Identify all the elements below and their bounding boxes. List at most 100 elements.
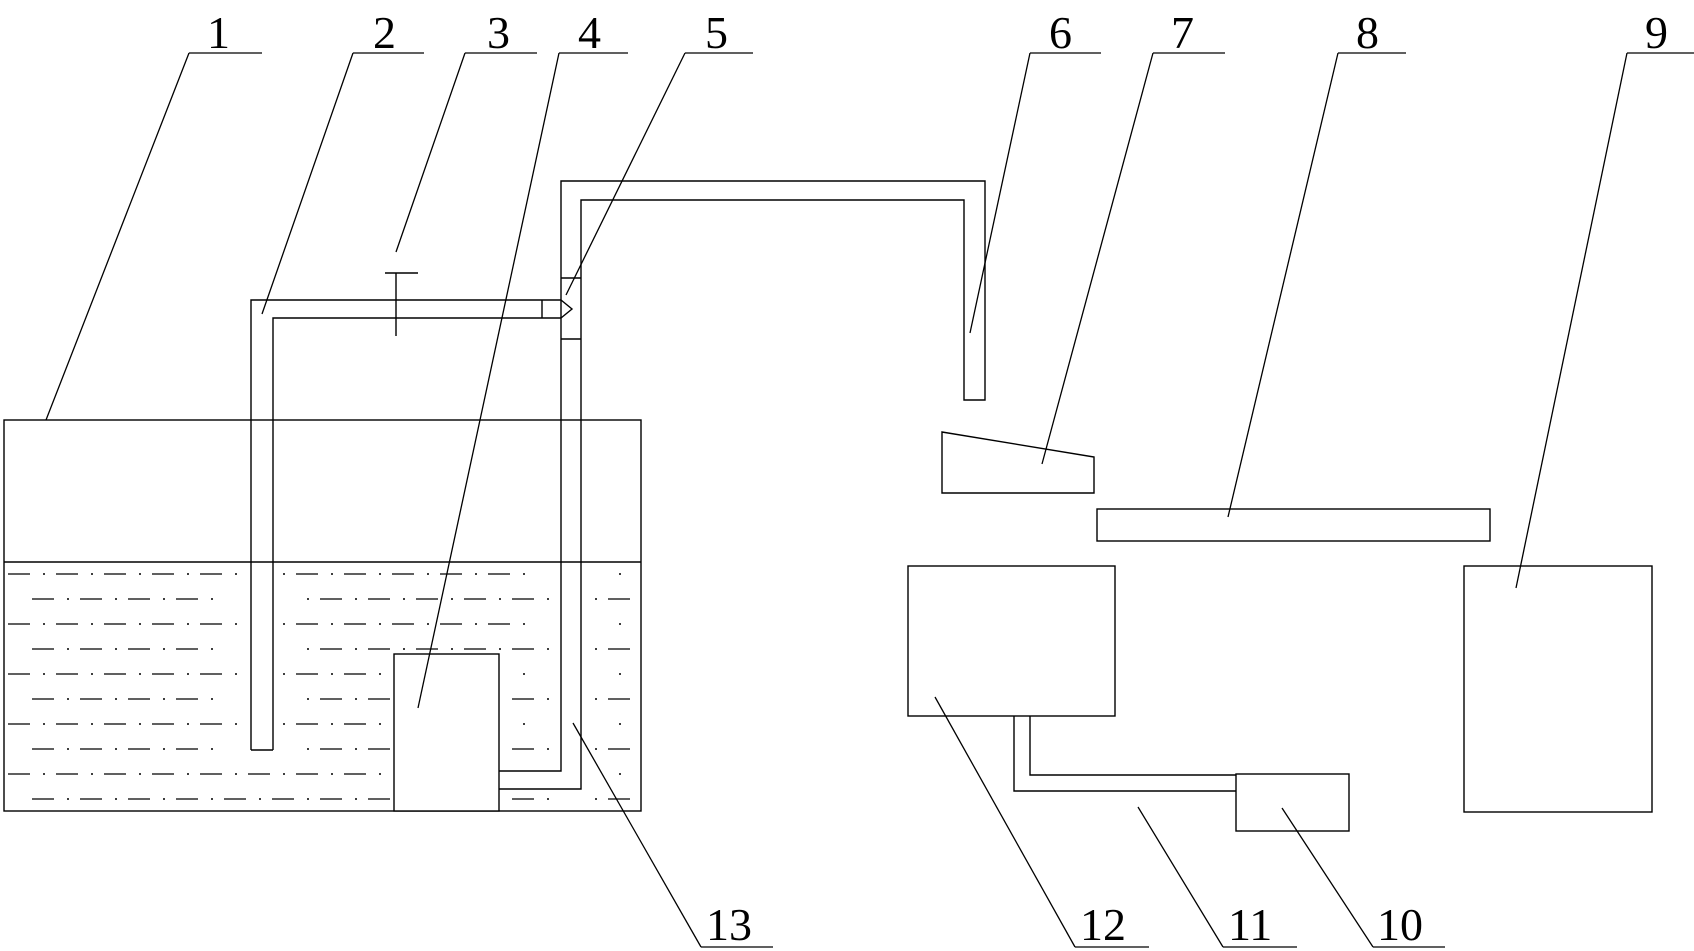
check-valve-arrow	[560, 299, 574, 319]
water-dot	[283, 673, 285, 675]
water-dot	[283, 723, 285, 725]
water-dot	[595, 648, 597, 650]
water-dot	[475, 623, 477, 625]
water-dot	[307, 748, 309, 750]
check-valve	[560, 277, 581, 340]
water-dot	[595, 798, 597, 800]
water-dot	[211, 798, 213, 800]
water-dot	[595, 748, 597, 750]
label-13: 13	[706, 899, 752, 950]
water-dot	[307, 598, 309, 600]
water-dot	[331, 673, 333, 675]
water-dot	[427, 573, 429, 575]
leader-line-9	[1515, 52, 1628, 589]
water-dot	[379, 673, 381, 675]
water-dot	[451, 648, 453, 650]
water-dot	[475, 573, 477, 575]
water-dot	[91, 773, 93, 775]
water-dot	[355, 698, 357, 700]
return-pipe-outer	[250, 299, 561, 750]
water-dot	[235, 773, 237, 775]
leader-line-6	[969, 52, 1031, 334]
water-dot	[139, 573, 141, 575]
water-dot	[523, 673, 525, 675]
water-dot	[187, 573, 189, 575]
small-device	[1235, 773, 1350, 832]
water-dot	[283, 773, 285, 775]
water-tank	[3, 419, 642, 812]
water-dot	[547, 648, 549, 650]
label-4: 4	[578, 7, 601, 58]
leader-line-4	[417, 52, 560, 709]
water-dot	[379, 623, 381, 625]
water-dot	[283, 573, 285, 575]
water-dot	[43, 673, 45, 675]
return-pipe	[250, 299, 561, 751]
water-dot	[355, 598, 357, 600]
water-dot	[355, 648, 357, 650]
water-dot	[619, 773, 621, 775]
water-dot	[619, 723, 621, 725]
tank-outline	[3, 419, 642, 812]
water-dot	[499, 598, 501, 600]
water-dot	[355, 748, 357, 750]
water-dot	[355, 798, 357, 800]
water-pattern	[8, 573, 630, 800]
leader-line-7	[1041, 52, 1154, 465]
label-3: 3	[487, 7, 510, 58]
water-dot	[139, 773, 141, 775]
water-dot	[619, 573, 621, 575]
water-dot	[379, 723, 381, 725]
water-dot	[115, 648, 117, 650]
water-dot	[307, 648, 309, 650]
water-dot	[115, 598, 117, 600]
water-dot	[163, 748, 165, 750]
return-pipe-inner	[272, 317, 561, 750]
leader-line-2	[261, 52, 354, 315]
water-dot	[139, 623, 141, 625]
water-dot	[211, 698, 213, 700]
deflector-plate	[941, 431, 1095, 494]
label-2: 2	[373, 7, 396, 58]
water-dot	[619, 623, 621, 625]
leader-line-5	[565, 52, 686, 296]
water-dot	[211, 598, 213, 600]
water-dot	[139, 673, 141, 675]
leader-line-3	[395, 52, 466, 253]
water-dot	[547, 748, 549, 750]
label-9: 9	[1645, 7, 1668, 58]
water-dot	[523, 573, 525, 575]
water-dot	[523, 623, 525, 625]
riser-pipe	[499, 180, 986, 790]
label-12: 12	[1080, 899, 1126, 950]
water-dot	[163, 698, 165, 700]
callouts: 1 2 3 4 5 6 7 8 9 13	[45, 7, 1694, 950]
water-dot	[67, 798, 69, 800]
leader-line-13	[572, 722, 702, 948]
leader-line-10	[1281, 807, 1374, 948]
label-5: 5	[705, 7, 728, 58]
water-dot	[403, 598, 405, 600]
water-dot	[139, 723, 141, 725]
water-dot	[307, 698, 309, 700]
water-dot	[91, 623, 93, 625]
water-dot	[67, 748, 69, 750]
water-dot	[547, 798, 549, 800]
water-dot	[547, 698, 549, 700]
connection-pipe-outer	[1013, 716, 1236, 792]
water-dot	[43, 723, 45, 725]
water-dot	[235, 723, 237, 725]
water-dot	[619, 673, 621, 675]
water-dot	[163, 598, 165, 600]
water-dot	[331, 723, 333, 725]
water-dot	[451, 598, 453, 600]
pump	[393, 653, 500, 812]
water-dot	[67, 648, 69, 650]
water-dot	[595, 598, 597, 600]
water-dot	[43, 573, 45, 575]
water-dot	[331, 623, 333, 625]
water-dot	[331, 573, 333, 575]
label-8: 8	[1356, 7, 1379, 58]
water-dot	[91, 573, 93, 575]
conveyor-plate	[1096, 508, 1491, 542]
